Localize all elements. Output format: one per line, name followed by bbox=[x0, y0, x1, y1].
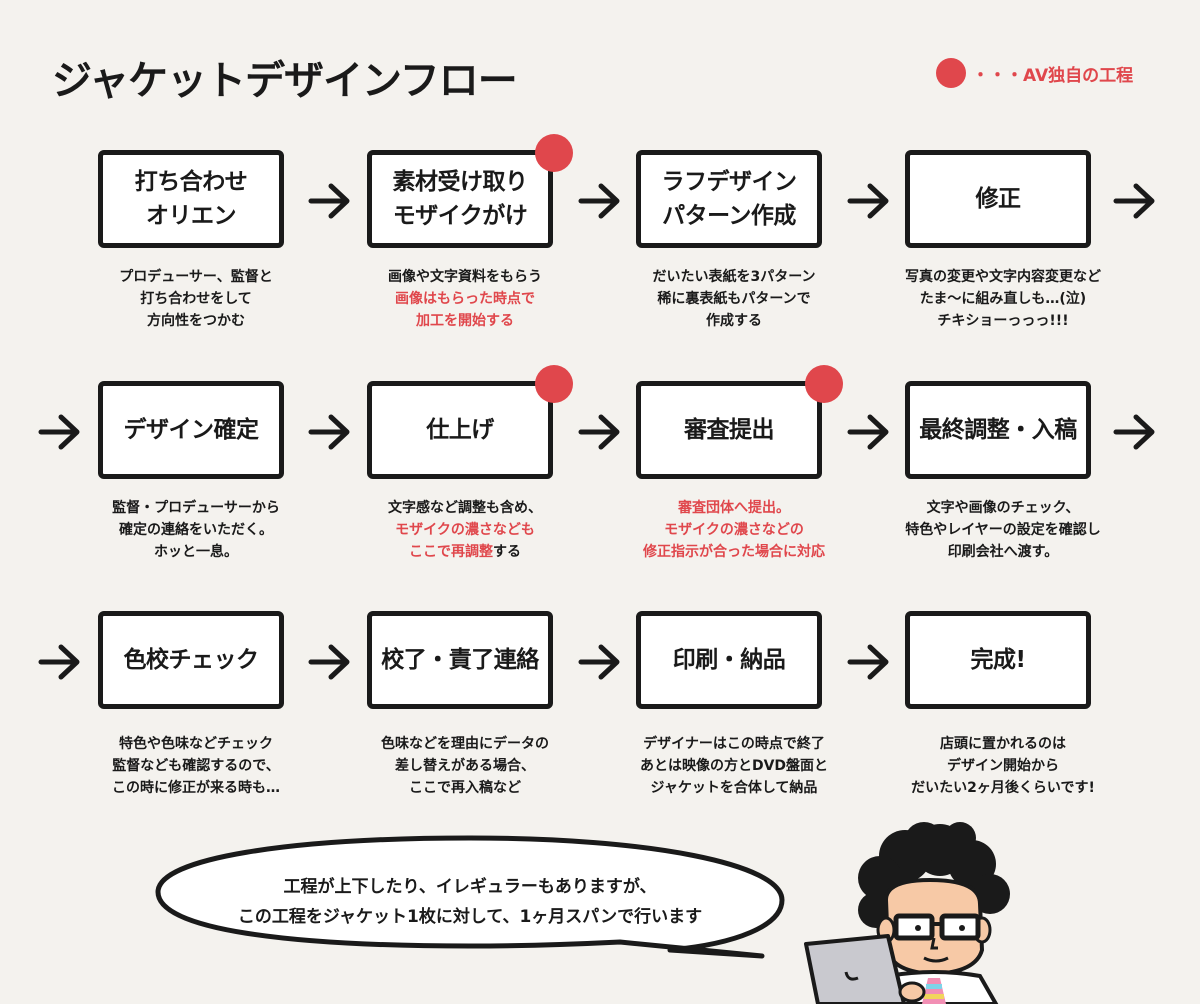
desc-line: 監督・プロデューサーから bbox=[112, 500, 280, 516]
arrow-right-icon bbox=[38, 642, 82, 682]
step-desc-review-submission: 審査団体へ提出。 モザイクの濃さなどの 修正指示が合った場合に対応 bbox=[599, 497, 869, 563]
step-desc-proof-complete: 色味などを理由にデータの 差し替えがある場合、 ここで再入稿など bbox=[330, 733, 600, 799]
arrow-right-icon bbox=[578, 181, 622, 221]
desc-text: する bbox=[493, 544, 521, 560]
arrow-right-icon bbox=[578, 642, 622, 682]
desc-line: プロデューサー、監督と bbox=[119, 269, 273, 285]
desc-line: ホッと一息。 bbox=[154, 544, 238, 560]
speech-bubble bbox=[155, 835, 785, 959]
arrow-right-icon bbox=[1113, 412, 1157, 452]
desc-line: 差し替えがある場合、 bbox=[395, 758, 535, 774]
step-desc-rough-design: だいたい表紙を3パターン 稀に裏表紙もパターンで 作成する bbox=[599, 266, 869, 332]
desc-line: だいたい表紙を3パターン bbox=[652, 269, 816, 285]
step-label: 色校チェック bbox=[123, 647, 260, 673]
desc-line: 打ち合わせをして bbox=[140, 291, 252, 307]
step-box-print-delivery: 印刷・納品 bbox=[636, 611, 822, 709]
designer-character-illustration bbox=[804, 822, 1010, 1004]
desc-line: 文字感など調整も含め、 bbox=[388, 500, 542, 516]
desc-line: 特色や色味などチェック bbox=[119, 736, 273, 752]
legend: ・・・AV独自の工程 bbox=[936, 58, 1133, 88]
desc-line: デザイナーはこの時点で終了 bbox=[643, 736, 825, 752]
step-desc-final-adjust: 文字や画像のチェック、 特色やレイヤーの設定を確認し 印刷会社へ渡す。 bbox=[868, 497, 1138, 563]
desc-line: デザイン開始から bbox=[947, 758, 1059, 774]
speech-line: 工程が上下したり、イレギュラーもありますが、 bbox=[283, 877, 657, 897]
arrow-right-icon bbox=[308, 181, 352, 221]
step-box-material-mosaic: 素材受け取り モザイクがけ bbox=[367, 150, 553, 248]
page-title: ジャケットデザインフロー bbox=[52, 58, 518, 104]
legend-label: ・・・AV独自の工程 bbox=[972, 65, 1134, 86]
desc-line: 修正指示が合った場合に対応 bbox=[643, 544, 825, 560]
step-box-finishing: 仕上げ bbox=[367, 381, 553, 479]
desc-line: 稀に裏表紙もパターンで bbox=[657, 291, 811, 307]
speech-text: 工程が上下したり、イレギュラーもありますが、 この工程をジャケット1枚に対して、… bbox=[180, 872, 760, 932]
av-original-marker-icon bbox=[535, 134, 573, 172]
step-desc-finishing: 文字感など調整も含め、 モザイクの濃さなども ここで再調整する bbox=[330, 497, 600, 563]
step-label: 完成! bbox=[970, 647, 1027, 673]
step-label: 印刷・納品 bbox=[672, 647, 786, 673]
step-desc-revision: 写真の変更や文字内容変更など たま〜に組み直しも…(泣) チキショーっっっ!!! bbox=[868, 266, 1138, 332]
step-label: 最終調整・入稿 bbox=[919, 417, 1077, 443]
step-box-revision: 修正 bbox=[905, 150, 1091, 248]
step-box-rough-design: ラフデザイン パターン作成 bbox=[636, 150, 822, 248]
step-label: ラフデザイン パターン作成 bbox=[661, 169, 798, 229]
step-box-orientation: 打ち合わせ オリエン bbox=[98, 150, 284, 248]
speech-line: この工程をジャケット1枚に対して、1ヶ月スパンで行います bbox=[237, 907, 703, 927]
step-box-color-proof: 色校チェック bbox=[98, 611, 284, 709]
desc-line: ここで再入稿など bbox=[409, 780, 521, 796]
step-label: 審査提出 bbox=[684, 417, 775, 443]
desc-line: 監督なども確認するので、 bbox=[112, 758, 280, 774]
step-box-design-fixed: デザイン確定 bbox=[98, 381, 284, 479]
step-box-review-submission: 審査提出 bbox=[636, 381, 822, 479]
desc-line: 店頭に置かれるのは bbox=[940, 736, 1066, 752]
step-label: デザイン確定 bbox=[123, 417, 260, 443]
arrow-right-icon bbox=[847, 181, 891, 221]
step-desc-design-fixed: 監督・プロデューサーから 確定の連絡をいただく。 ホッと一息。 bbox=[61, 497, 331, 563]
desc-line: だいたい2ヶ月後くらいです! bbox=[911, 780, 1095, 796]
arrow-right-icon bbox=[308, 642, 352, 682]
step-label: 素材受け取り モザイクがけ bbox=[392, 169, 529, 229]
step-label: 校了・責了連絡 bbox=[381, 647, 539, 673]
desc-line: 審査団体へ提出。 bbox=[678, 500, 790, 516]
step-box-complete: 完成! bbox=[905, 611, 1091, 709]
desc-line: この時に修正が来る時も… bbox=[112, 780, 280, 796]
desc-line: 印刷会社へ渡す。 bbox=[947, 544, 1059, 560]
arrow-right-icon bbox=[308, 412, 352, 452]
desc-line: 写真の変更や文字内容変更など bbox=[905, 269, 1101, 285]
step-desc-color-proof: 特色や色味などチェック 監督なども確認するので、 この時に修正が来る時も… bbox=[61, 733, 331, 799]
arrow-right-icon bbox=[578, 412, 622, 452]
arrow-right-icon bbox=[847, 642, 891, 682]
desc-line: 色味などを理由にデータの bbox=[381, 736, 549, 752]
arrow-right-icon bbox=[38, 412, 82, 452]
desc-emphasis: ここで再調整 bbox=[409, 544, 493, 560]
step-desc-print-delivery: デザイナーはこの時点で終了 あとは映像の方とDVD盤面と ジャケットを合体して納… bbox=[599, 733, 869, 799]
desc-line: 確定の連絡をいただく。 bbox=[119, 522, 273, 538]
legend-marker-icon bbox=[936, 58, 966, 88]
step-label: 打ち合わせ オリエン bbox=[134, 169, 248, 229]
desc-line: チキショーっっっ!!! bbox=[937, 313, 1069, 329]
desc-line: 加工を開始する bbox=[416, 313, 514, 329]
desc-line: 画像はもらった時点で bbox=[395, 291, 535, 307]
arrow-right-icon bbox=[1113, 181, 1157, 221]
desc-line: 方向性をつかむ bbox=[147, 313, 245, 329]
step-label: 修正 bbox=[975, 186, 1022, 212]
desc-line: 特色やレイヤーの設定を確認し bbox=[905, 522, 1101, 538]
desc-line: あとは映像の方とDVD盤面と bbox=[639, 758, 829, 774]
desc-line: ジャケットを合体して納品 bbox=[650, 780, 818, 796]
av-original-marker-icon bbox=[805, 365, 843, 403]
desc-line: モザイクの濃さなどの bbox=[664, 522, 804, 538]
desc-line: 文字や画像のチェック、 bbox=[926, 500, 1080, 516]
desc-line: ここで再調整する bbox=[330, 541, 600, 563]
step-desc-orientation: プロデューサー、監督と 打ち合わせをして 方向性をつかむ bbox=[61, 266, 331, 332]
step-desc-complete: 店頭に置かれるのは デザイン開始から だいたい2ヶ月後くらいです! bbox=[868, 733, 1138, 799]
desc-line: モザイクの濃さなども bbox=[395, 522, 535, 538]
step-box-proof-complete: 校了・責了連絡 bbox=[367, 611, 553, 709]
step-desc-material-mosaic: 画像や文字資料をもらう 画像はもらった時点で 加工を開始する bbox=[330, 266, 600, 332]
step-box-final-adjust: 最終調整・入稿 bbox=[905, 381, 1091, 479]
step-label: 仕上げ bbox=[426, 417, 494, 443]
desc-line: たま〜に組み直しも…(泣) bbox=[919, 291, 1087, 307]
arrow-right-icon bbox=[847, 412, 891, 452]
av-original-marker-icon bbox=[535, 365, 573, 403]
desc-line: 作成する bbox=[706, 313, 762, 329]
desc-line: 画像や文字資料をもらう bbox=[388, 269, 542, 285]
